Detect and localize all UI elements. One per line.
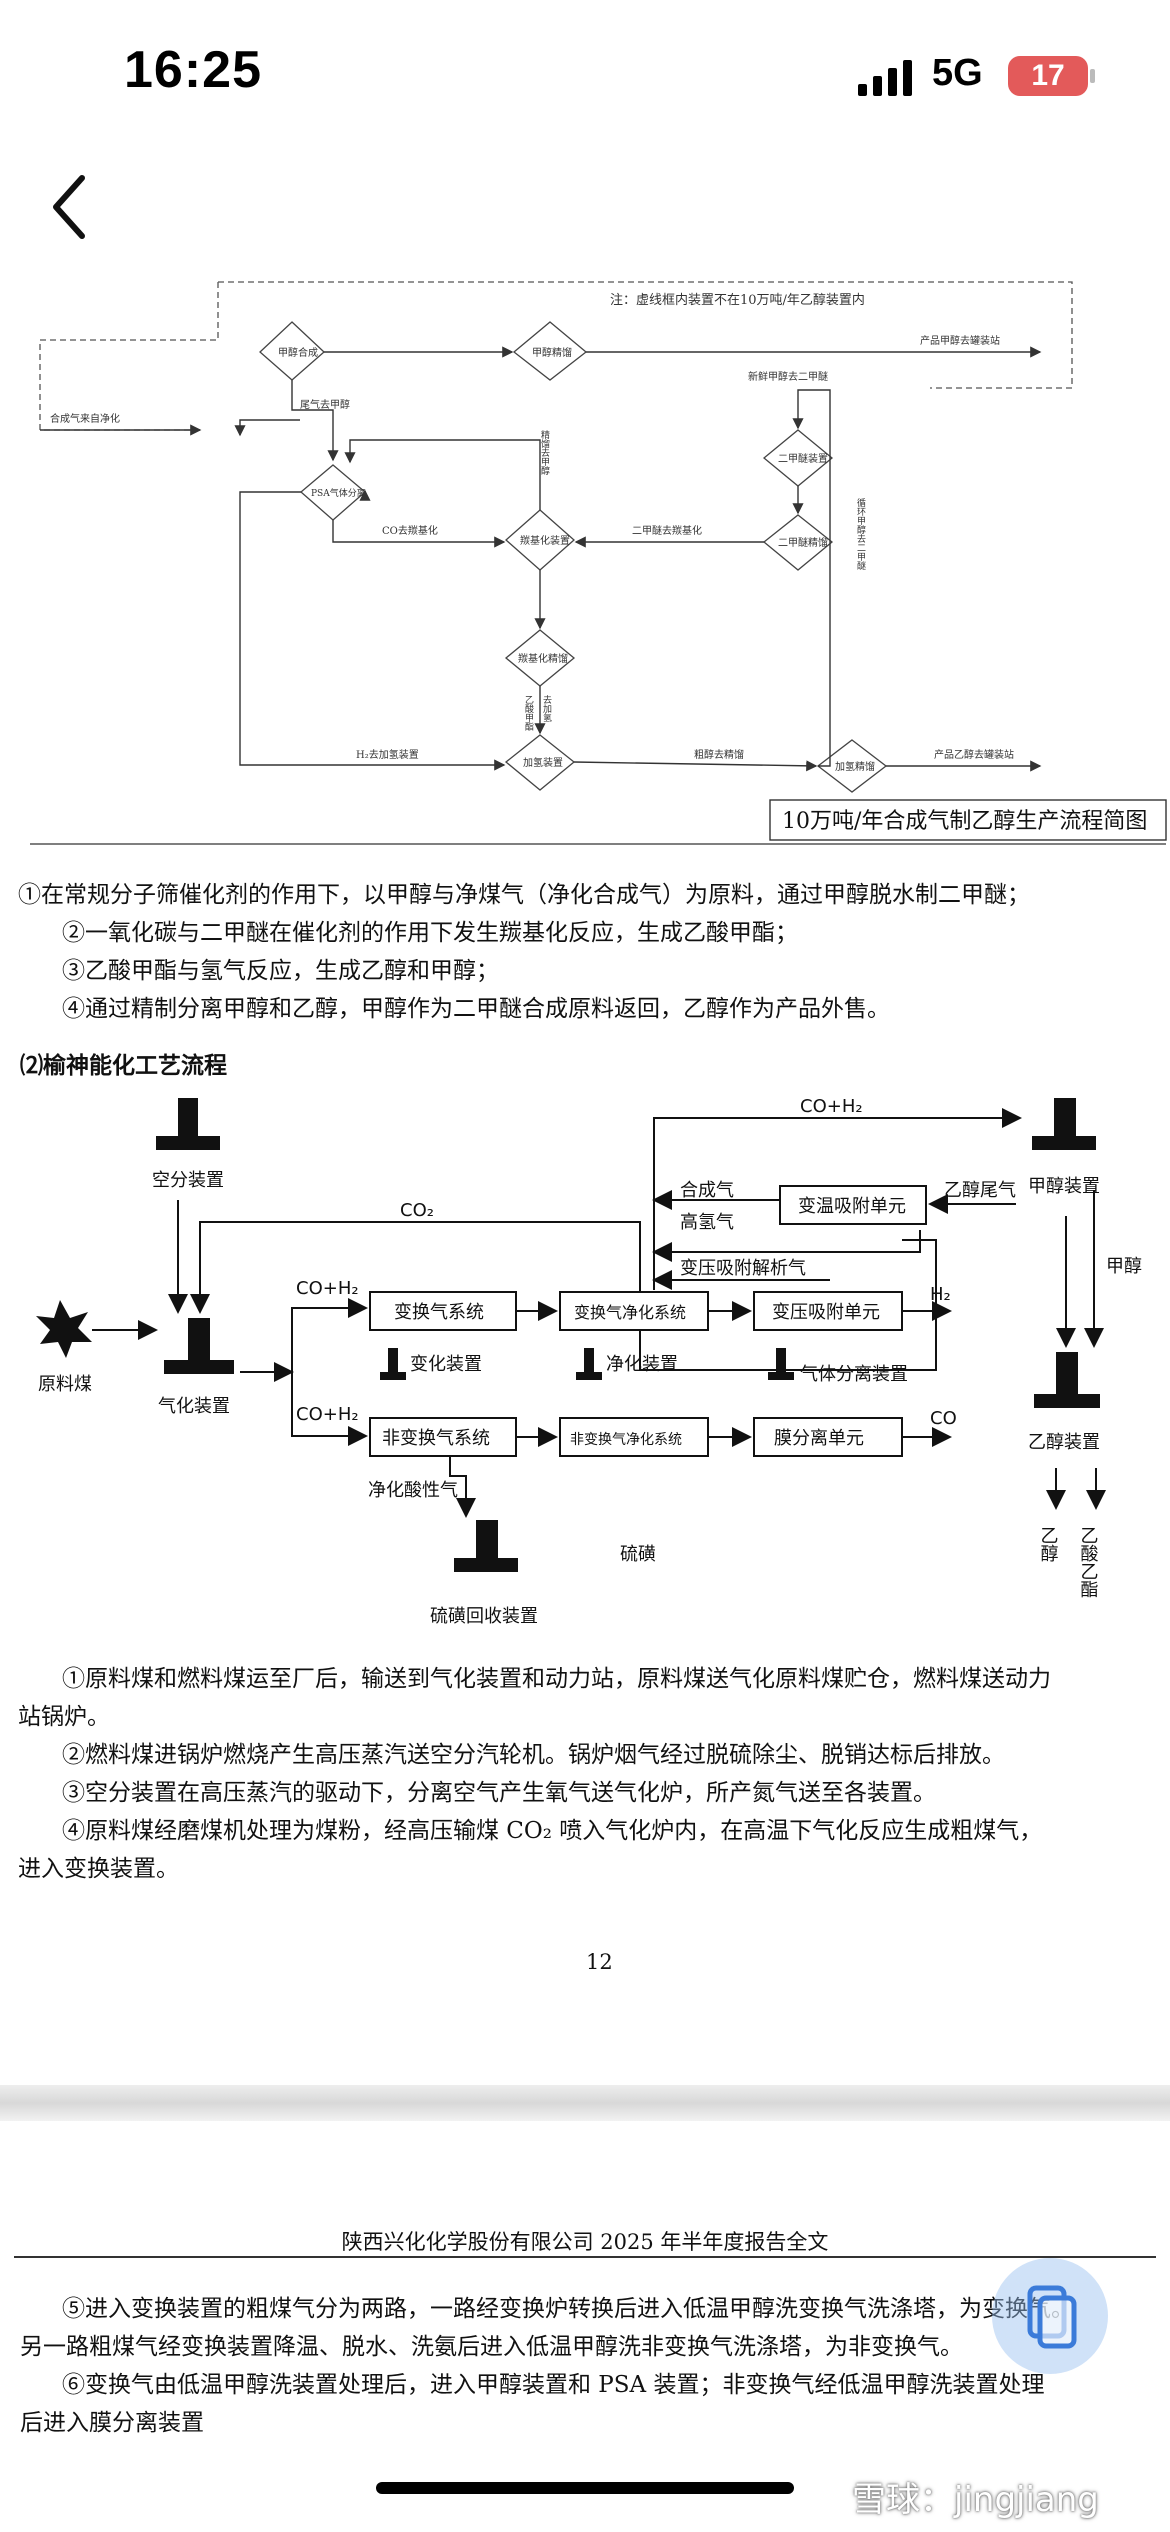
- label-co-h2-mid: CO+H₂: [296, 1278, 359, 1299]
- ethanol-flow-diagram: 注：虚线框内装置不在10万吨/年乙醇装置内 甲醇合成 甲醇精馏 PSA气体分离 …: [30, 281, 1167, 845]
- para2-line6: 进入变换装置。: [18, 1856, 179, 1882]
- para1-line1: ①在常规分子筛催化剂的作用下，以甲醇与净煤气（净化合成气）为原料，通过甲醇脱水制…: [18, 882, 1030, 908]
- label-sulfur-recovery: 硫磺回收装置: [430, 1606, 538, 1627]
- yushen-process-diagram: 空分装置 原料煤 气化装置 甲醇装置 乙醇装置 硫磺回收装置 硫磺 变化装置 净…: [36, 1096, 1142, 1627]
- label-co-h2-top: CO+H₂: [800, 1096, 863, 1117]
- node-carbonylation: 羰基化装置: [520, 534, 570, 547]
- box-shift-clean: 变换气净化系统: [574, 1303, 686, 1322]
- para3-line2: 另一路粗煤气经变换装置降温、脱水、洗氨后进入低温甲醇洗非变换气洗涤塔，为非变换气…: [20, 2334, 963, 2360]
- label-to-hydro: 去加氢: [541, 694, 552, 722]
- box-non-shift: 非变换气系统: [382, 1428, 490, 1449]
- para1-line4: ④通过精制分离甲醇和乙醇，甲醇作为二甲醚合成原料返回，乙醇作为产品外售。: [62, 996, 890, 1022]
- label-shift-device: 变化装置: [410, 1354, 482, 1375]
- shift-device-icon: [380, 1348, 406, 1380]
- status-time: 16:25: [124, 41, 262, 99]
- node-hydrogenation: 加氢装置: [523, 756, 563, 769]
- ethanol-device-icon: [1034, 1352, 1100, 1408]
- box-shift-sys: 变换气系统: [394, 1302, 484, 1323]
- box-non-shift-clean: 非变换气净化系统: [570, 1431, 682, 1448]
- para2-line3: ②燃料煤进锅炉燃烧产生高压蒸汽送空分汽轮机。锅炉烟气经过脱硫除尘、脱销达标后排放…: [62, 1742, 1005, 1768]
- battery-tip: [1090, 69, 1095, 83]
- label-co-carbonyl: CO去羰基化: [382, 524, 438, 537]
- box-psa-unit: 变压吸附单元: [772, 1302, 880, 1323]
- battery-level: 17: [1031, 59, 1065, 92]
- label-crude-ethanol: 粗醇去精馏: [694, 748, 744, 761]
- sulfur-recovery-icon: [454, 1520, 518, 1572]
- label-out-acetate: 乙酸乙酯: [1078, 1526, 1099, 1598]
- label-gasifier: 气化装置: [158, 1396, 230, 1417]
- report-header: 陕西兴化化学股份有限公司 2025 年半年度报告全文: [341, 2230, 829, 2254]
- section-heading: ⑵榆神能化工艺流程: [20, 1053, 227, 1079]
- label-h2: H₂: [930, 1284, 951, 1305]
- label-methanol-tail: 乙醇尾气: [944, 1180, 1016, 1201]
- methanol-device-icon: [1032, 1098, 1096, 1150]
- label-product-ethanol: 产品乙醇去罐装站: [934, 748, 1014, 761]
- node-carbonyl-refining: 羰基化精馏: [518, 652, 568, 665]
- label-out-ethanol: 乙醇: [1038, 1526, 1059, 1562]
- para1-line3: ③乙酸甲酯与氢气反应，生成乙醇和甲醇；: [62, 958, 499, 984]
- node-psa: PSA气体分离: [311, 487, 366, 499]
- label-co-h2-low: CO+H₂: [296, 1404, 359, 1425]
- label-gas-sep-device: 气体分离装置: [800, 1364, 908, 1385]
- label-syngas-in: 合成气来自净化: [50, 412, 120, 425]
- battery-icon: 17: [1008, 56, 1088, 96]
- air-separation-icon: [156, 1098, 220, 1150]
- cellular-signal-icon: [858, 58, 916, 96]
- label-dme-carbonyl: 二甲醚去羰基化: [632, 524, 702, 537]
- clean-device-icon: [576, 1348, 602, 1380]
- label-methanol: 甲醇: [1106, 1256, 1142, 1277]
- box-membrane: 膜分离单元: [774, 1428, 864, 1449]
- label-syngas: 合成气: [680, 1180, 734, 1201]
- label-raw-coal: 原料煤: [38, 1374, 92, 1395]
- label-methanol-to-psa: 精馏去甲醇: [539, 429, 550, 476]
- header-rule: [14, 2256, 1156, 2258]
- node-methanol-synthesis: 甲醇合成: [278, 346, 318, 359]
- label-tail-gas: 尾气去甲醇: [300, 398, 350, 411]
- label-h2-hydro: H₂去加氢装置: [356, 748, 419, 761]
- para2-line1: ①原料煤和燃料煤运至厂后，输送到气化装置和动力站，原料煤送气化原料煤贮仓，燃料煤…: [62, 1666, 1051, 1692]
- network-type: 5G: [932, 52, 983, 94]
- box-tsa-unit: 变温吸附单元: [798, 1196, 906, 1217]
- raw-coal-icon: [36, 1300, 92, 1358]
- label-co: CO: [930, 1408, 957, 1429]
- status-bar: 16:25 5G 17: [0, 0, 1170, 150]
- watermark: 雪球：jingjiang: [852, 2480, 1099, 2520]
- label-new-methanol: 新鲜甲醇去二甲醚: [748, 370, 828, 383]
- para3-line3: ⑥变换气由低温甲醇洗装置处理后，进入甲醇装置和 PSA 装置；非变换气经低温甲醇…: [62, 2372, 1045, 2398]
- node-dme-refining: 二甲醚精馏: [778, 536, 828, 549]
- page-number: 12: [586, 1950, 613, 1974]
- gasifier-icon: [164, 1318, 234, 1374]
- copy-icon: [1027, 2285, 1077, 2349]
- label-co2: CO₂: [400, 1200, 434, 1221]
- label-recycle-methanol: 循环甲醇去二甲醚: [855, 497, 866, 571]
- para2-line5: ④原料煤经磨煤机处理为煤粉，经高压输煤 CO₂ 喷入气化炉内，在高温下气化反应生…: [62, 1818, 1043, 1844]
- node-methanol-refining: 甲醇精馏: [532, 346, 572, 359]
- label-acid-gas: 净化酸性气: [368, 1480, 458, 1501]
- label-high-h2: 高氢气: [680, 1212, 734, 1233]
- para2-line2: 站锅炉。: [18, 1704, 110, 1730]
- node-dme-device: 二甲醚装置: [778, 452, 828, 465]
- label-product-methanol: 产品甲醇去罐装站: [920, 334, 1000, 347]
- back-button[interactable]: [46, 172, 102, 242]
- label-psa-desorb: 变压吸附解析气: [680, 1258, 806, 1279]
- page-separator: [0, 2085, 1170, 2121]
- chevron-left-icon: [53, 175, 85, 239]
- label-methanol-device: 甲醇装置: [1028, 1176, 1100, 1197]
- para3-line4: 后进入膜分离装置: [20, 2410, 204, 2434]
- diagram-note: 注：虚线框内装置不在10万吨/年乙醇装置内: [610, 292, 865, 308]
- home-indicator[interactable]: [376, 2482, 794, 2494]
- para2-line4: ③空分装置在高压蒸汽的驱动下，分离空气产生氧气送气化炉，所产氮气送至各装置。: [62, 1780, 936, 1806]
- copy-fab-button[interactable]: [992, 2258, 1108, 2374]
- diagram-title-box: [769, 799, 1167, 841]
- diagram1-title: 10万吨/年合成气制乙醇生产流程简图: [782, 809, 1147, 834]
- node-hydro-refining: 加氢精馏: [835, 760, 875, 773]
- label-air-sep: 空分装置: [152, 1170, 224, 1191]
- para3-line1: ⑤进入变换装置的粗煤气分为两路，一路经变换炉转换后进入低温甲醇洗变换气洗涤塔，为…: [62, 2296, 1074, 2322]
- gas-sep-device-icon: [768, 1348, 794, 1380]
- label-acetate-ester: 乙酸甲酯: [523, 695, 534, 732]
- label-clean-device: 净化装置: [606, 1354, 678, 1375]
- para1-line2: ②一氧化碳与二甲醚在催化剂的作用下发生羰基化反应，生成乙酸甲酯；: [62, 920, 798, 946]
- label-sulfur: 硫磺: [620, 1544, 656, 1565]
- label-ethanol-device: 乙醇装置: [1028, 1432, 1100, 1453]
